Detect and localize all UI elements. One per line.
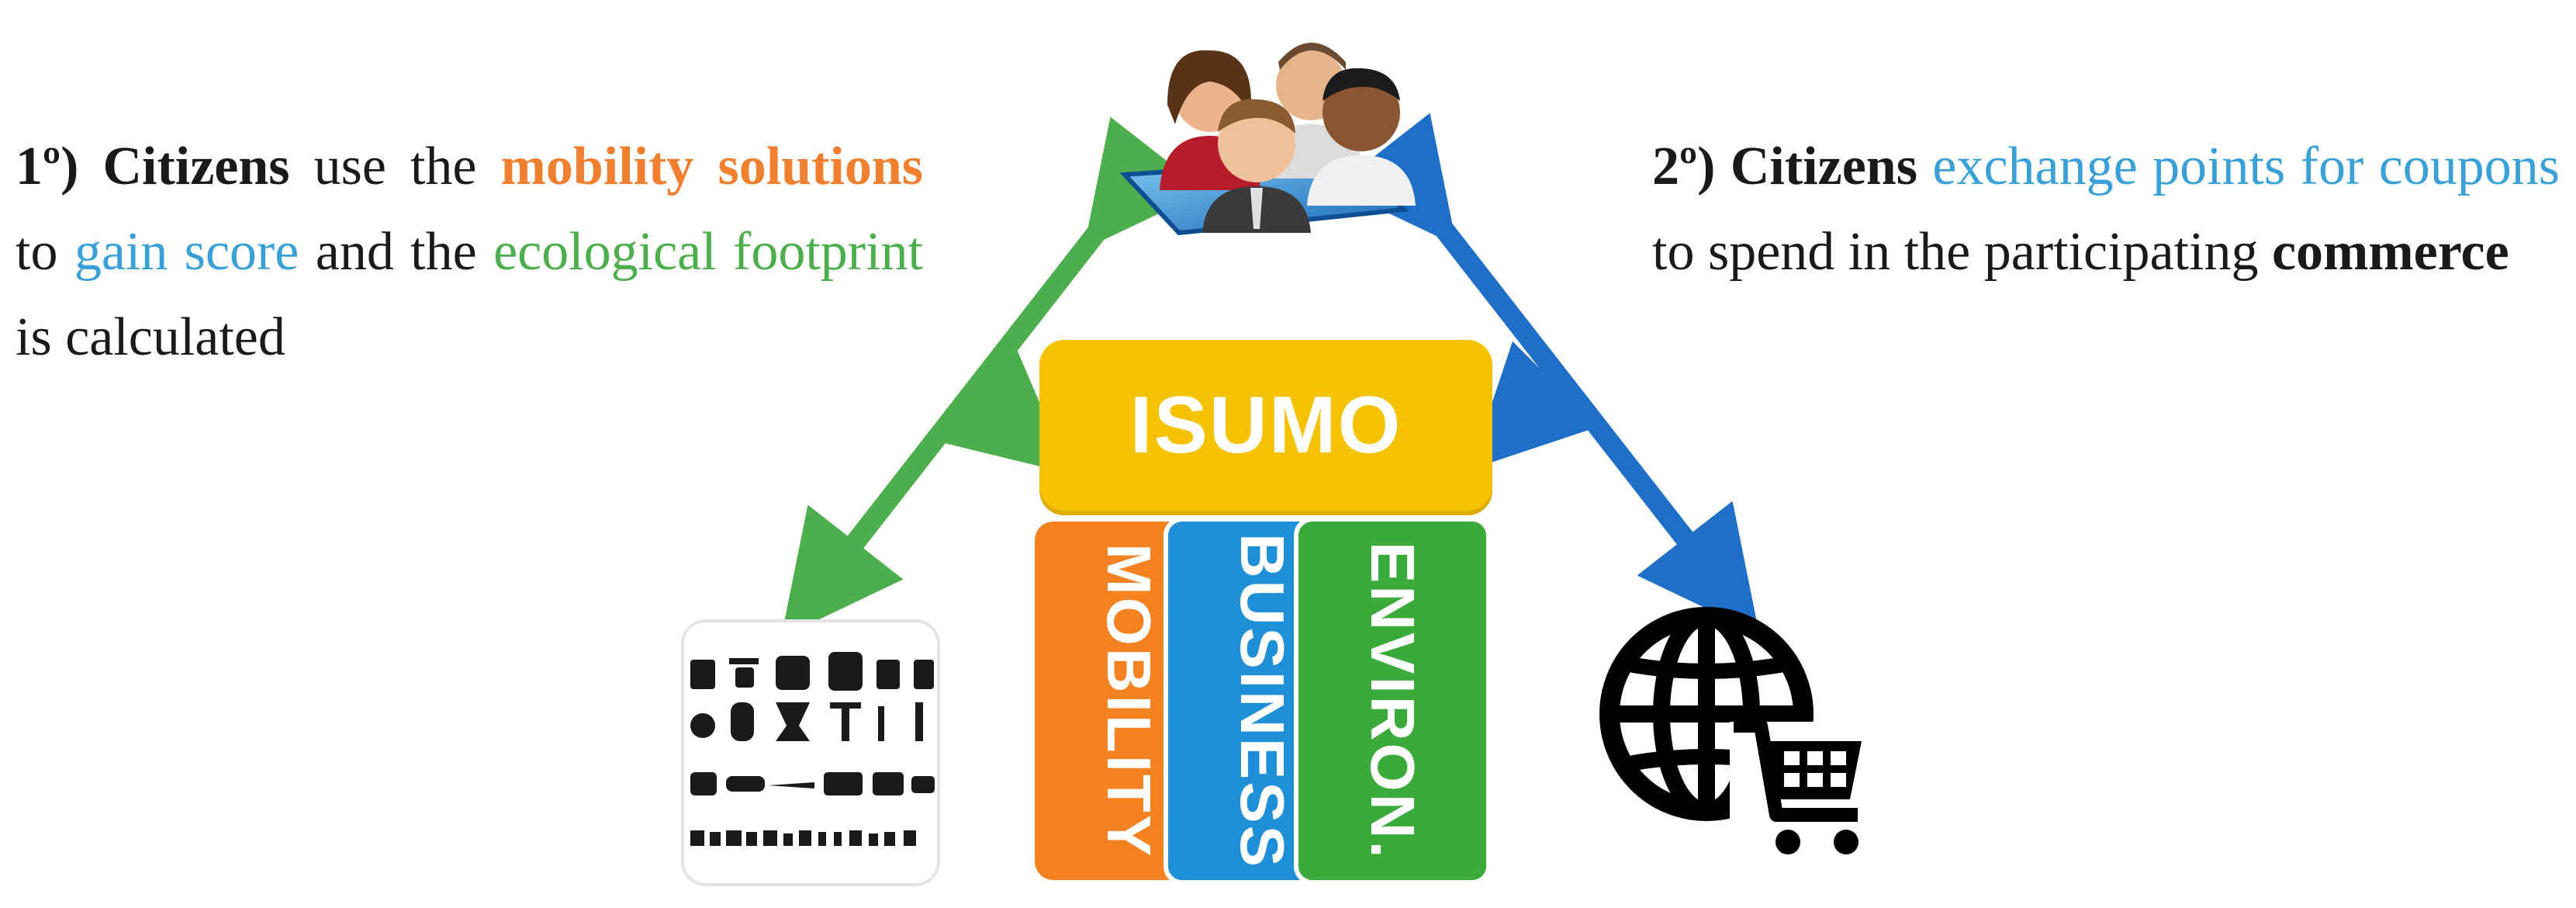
pillar-business-label: BUSINESS bbox=[1228, 532, 1297, 869]
transport-vehicles-icon bbox=[681, 619, 940, 886]
blue-double-arrow bbox=[1334, 113, 1759, 634]
globe-shopping-cart-icon bbox=[1599, 607, 1862, 854]
group-of-people-icon bbox=[1119, 43, 1416, 236]
commerce-text: commerce bbox=[2271, 222, 2509, 282]
left-word4: is calculated bbox=[16, 307, 285, 367]
left-word3: and the bbox=[315, 222, 477, 282]
isumo-title: ISUMO bbox=[1129, 379, 1402, 470]
green-double-arrow bbox=[781, 116, 1206, 638]
left-word2: to bbox=[16, 222, 58, 282]
left-subject: Citizens bbox=[102, 137, 290, 196]
gain-score-text: gain score bbox=[74, 222, 299, 282]
left-word1: use the bbox=[313, 137, 477, 196]
left-ordinal: 1º) bbox=[16, 137, 79, 196]
pillar-environ: ENVIRON. bbox=[1294, 517, 1491, 885]
pillar-mobility-label: MOBILITY bbox=[1094, 542, 1164, 859]
pillar-environ-label: ENVIRON. bbox=[1358, 541, 1427, 861]
exchange-points-text: exchange points for coupons bbox=[1932, 137, 2560, 196]
isumo-title-box: ISUMO bbox=[1039, 340, 1492, 511]
right-subject: Citizens bbox=[1730, 137, 1917, 196]
